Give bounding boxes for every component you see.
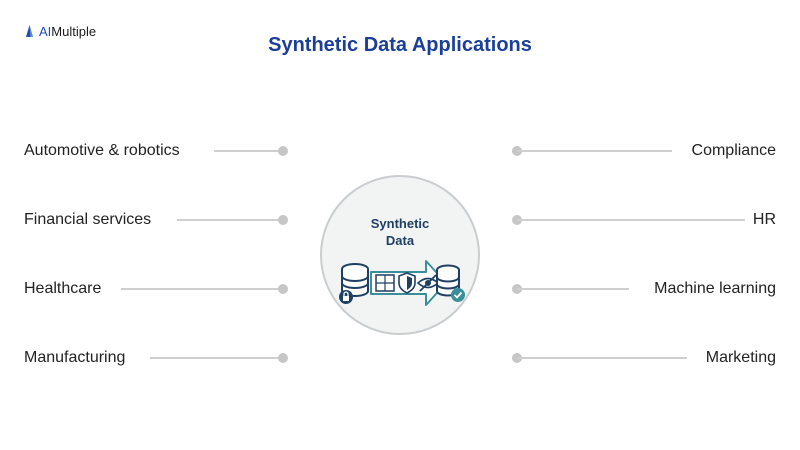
hub-label-line2: Data xyxy=(385,233,415,248)
database-check-icon xyxy=(436,264,465,302)
left-connector-dot xyxy=(278,284,288,294)
left-connector-dot xyxy=(278,146,288,156)
brand-logo: AIMultiple xyxy=(24,22,96,40)
page-title: Synthetic Data Applications xyxy=(268,34,532,56)
spreadsheet-icon xyxy=(375,274,395,292)
left-connector xyxy=(214,150,283,152)
shield-icon xyxy=(398,272,416,294)
synthetic-data-hub: Synthetic Data xyxy=(320,175,480,335)
right-connector xyxy=(517,357,687,359)
brand-suffix: Multiple xyxy=(51,23,97,39)
left-item-label: Automotive & robotics xyxy=(24,142,180,159)
left-item-label: Manufacturing xyxy=(24,349,126,366)
right-item-label: Marketing xyxy=(705,349,776,366)
hub-label: Synthetic Data xyxy=(322,215,478,249)
right-item-label: Machine learning xyxy=(654,280,776,297)
right-item-label: Compliance xyxy=(691,142,776,159)
hub-label-line1: Synthetic xyxy=(370,216,430,231)
right-connector xyxy=(517,219,745,221)
left-connector xyxy=(121,288,283,290)
brand-prefix: AI xyxy=(39,23,52,39)
database-lock-icon xyxy=(339,263,369,304)
right-item-label: HR xyxy=(752,211,776,228)
left-connector xyxy=(150,357,283,359)
logo-mark-icon xyxy=(26,25,33,37)
right-connector xyxy=(517,150,672,152)
left-connector-dot xyxy=(278,215,288,225)
right-connector xyxy=(517,288,629,290)
left-connector xyxy=(177,219,283,221)
left-connector-dot xyxy=(278,353,288,363)
left-item-label: Financial services xyxy=(24,211,152,228)
synthetic-data-illustration xyxy=(339,260,465,306)
left-item-label: Healthcare xyxy=(24,280,102,297)
